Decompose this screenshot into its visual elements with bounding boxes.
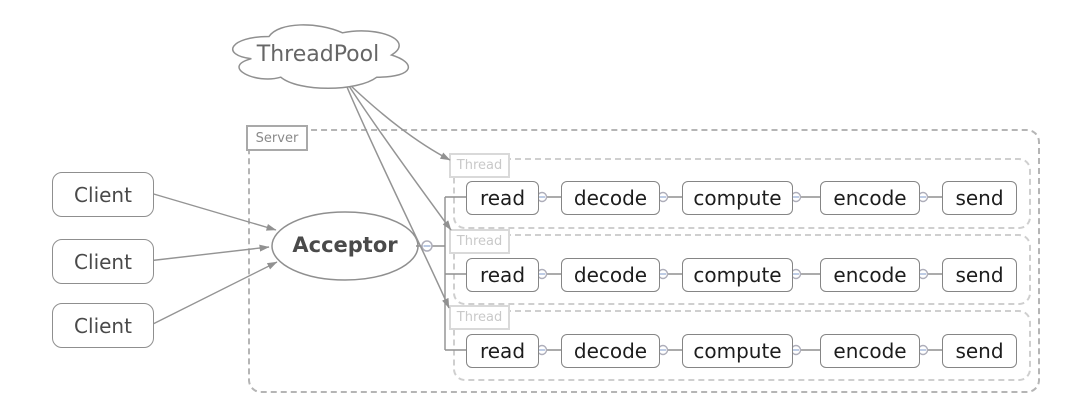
step-compute: compute — [682, 334, 793, 368]
thread-container — [453, 158, 1031, 229]
step-send: send — [942, 181, 1017, 215]
thread-label: Thread — [449, 305, 510, 330]
step-encode: encode — [820, 181, 920, 215]
step-compute: compute — [682, 258, 793, 292]
step-decode: decode — [561, 334, 660, 368]
thread-label: Thread — [449, 153, 510, 178]
thread-container — [453, 234, 1031, 305]
acceptor-label: Acceptor — [292, 233, 398, 257]
step-read: read — [466, 334, 539, 368]
server-label: Server — [246, 125, 308, 151]
client-node: Client — [52, 239, 154, 284]
step-encode: encode — [820, 258, 920, 292]
thread-label: Thread — [449, 229, 510, 254]
step-compute: compute — [682, 181, 793, 215]
client-arrow — [151, 192, 277, 231]
client-node: Client — [52, 172, 154, 217]
step-encode: encode — [820, 334, 920, 368]
server-container — [248, 129, 1040, 393]
threadpool-label: ThreadPool — [256, 42, 380, 67]
step-send: send — [942, 334, 1017, 368]
step-decode: decode — [561, 181, 660, 215]
client-node: Client — [52, 303, 154, 348]
client-arrow — [151, 244, 270, 262]
step-decode: decode — [561, 258, 660, 292]
pipeline-ports-row2 — [536, 268, 929, 280]
step-read: read — [466, 181, 539, 215]
step-read: read — [466, 258, 539, 292]
step-send: send — [942, 258, 1017, 292]
thread-container — [453, 310, 1031, 381]
client-arrow — [151, 261, 278, 326]
